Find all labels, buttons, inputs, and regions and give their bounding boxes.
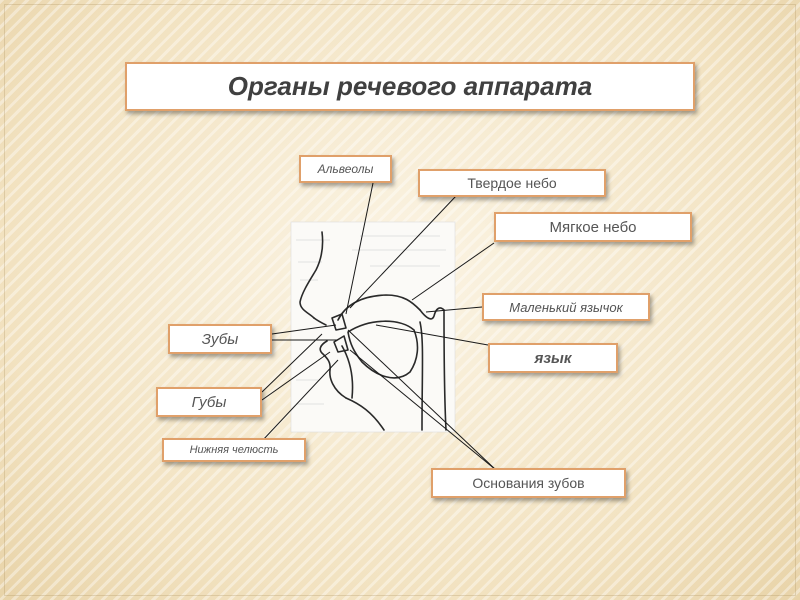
slide-frame [4, 4, 796, 596]
nose-outline [299, 231, 324, 319]
leader-tongue [375, 324, 489, 346]
leader-lips-upper [261, 333, 323, 393]
label-lips: Губы [156, 387, 262, 417]
leader-lips-lower [261, 351, 331, 401]
leader-teeth-bases-lower [349, 349, 497, 471]
uvula-outline [419, 307, 445, 320]
lower-lip-chin-outline [319, 340, 347, 399]
lower-jaw-outline [341, 345, 354, 399]
leader-lower-jaw [261, 359, 339, 442]
leader-soft-palate [411, 242, 495, 301]
neck-outline [345, 397, 385, 431]
label-teeth: Зубы [168, 324, 272, 354]
pharynx-back-wall [443, 309, 447, 431]
scan-noise [296, 235, 446, 405]
leader-teeth-upper [271, 324, 337, 335]
label-lower-jaw: Нижняя челюсть [162, 438, 306, 462]
leader-lines [261, 182, 497, 471]
page-title: Органы речевого аппарата [125, 62, 695, 111]
pharynx-front-wall [419, 321, 424, 431]
label-alveoli: Альвеолы [299, 155, 392, 183]
leader-uvula [425, 306, 483, 313]
label-soft-palate: Мягкое небо [494, 212, 692, 242]
face-profile [299, 231, 385, 431]
label-uvula: Маленький язычок [482, 293, 650, 321]
label-tongue: язык [488, 343, 618, 373]
leader-teeth-bases-upper [347, 329, 497, 471]
tongue-outline [347, 320, 419, 379]
label-teeth-bases: Основания зубов [431, 468, 626, 498]
label-hard-palate: Твердое небо [418, 169, 606, 197]
illustration-panel [290, 221, 456, 433]
lower-teeth [333, 335, 349, 353]
upper-teeth [331, 313, 347, 331]
leader-alveoli [345, 182, 374, 315]
oral-cavity [331, 294, 447, 431]
leader-hard-palate [349, 195, 457, 309]
upper-lip-outline [313, 317, 327, 326]
